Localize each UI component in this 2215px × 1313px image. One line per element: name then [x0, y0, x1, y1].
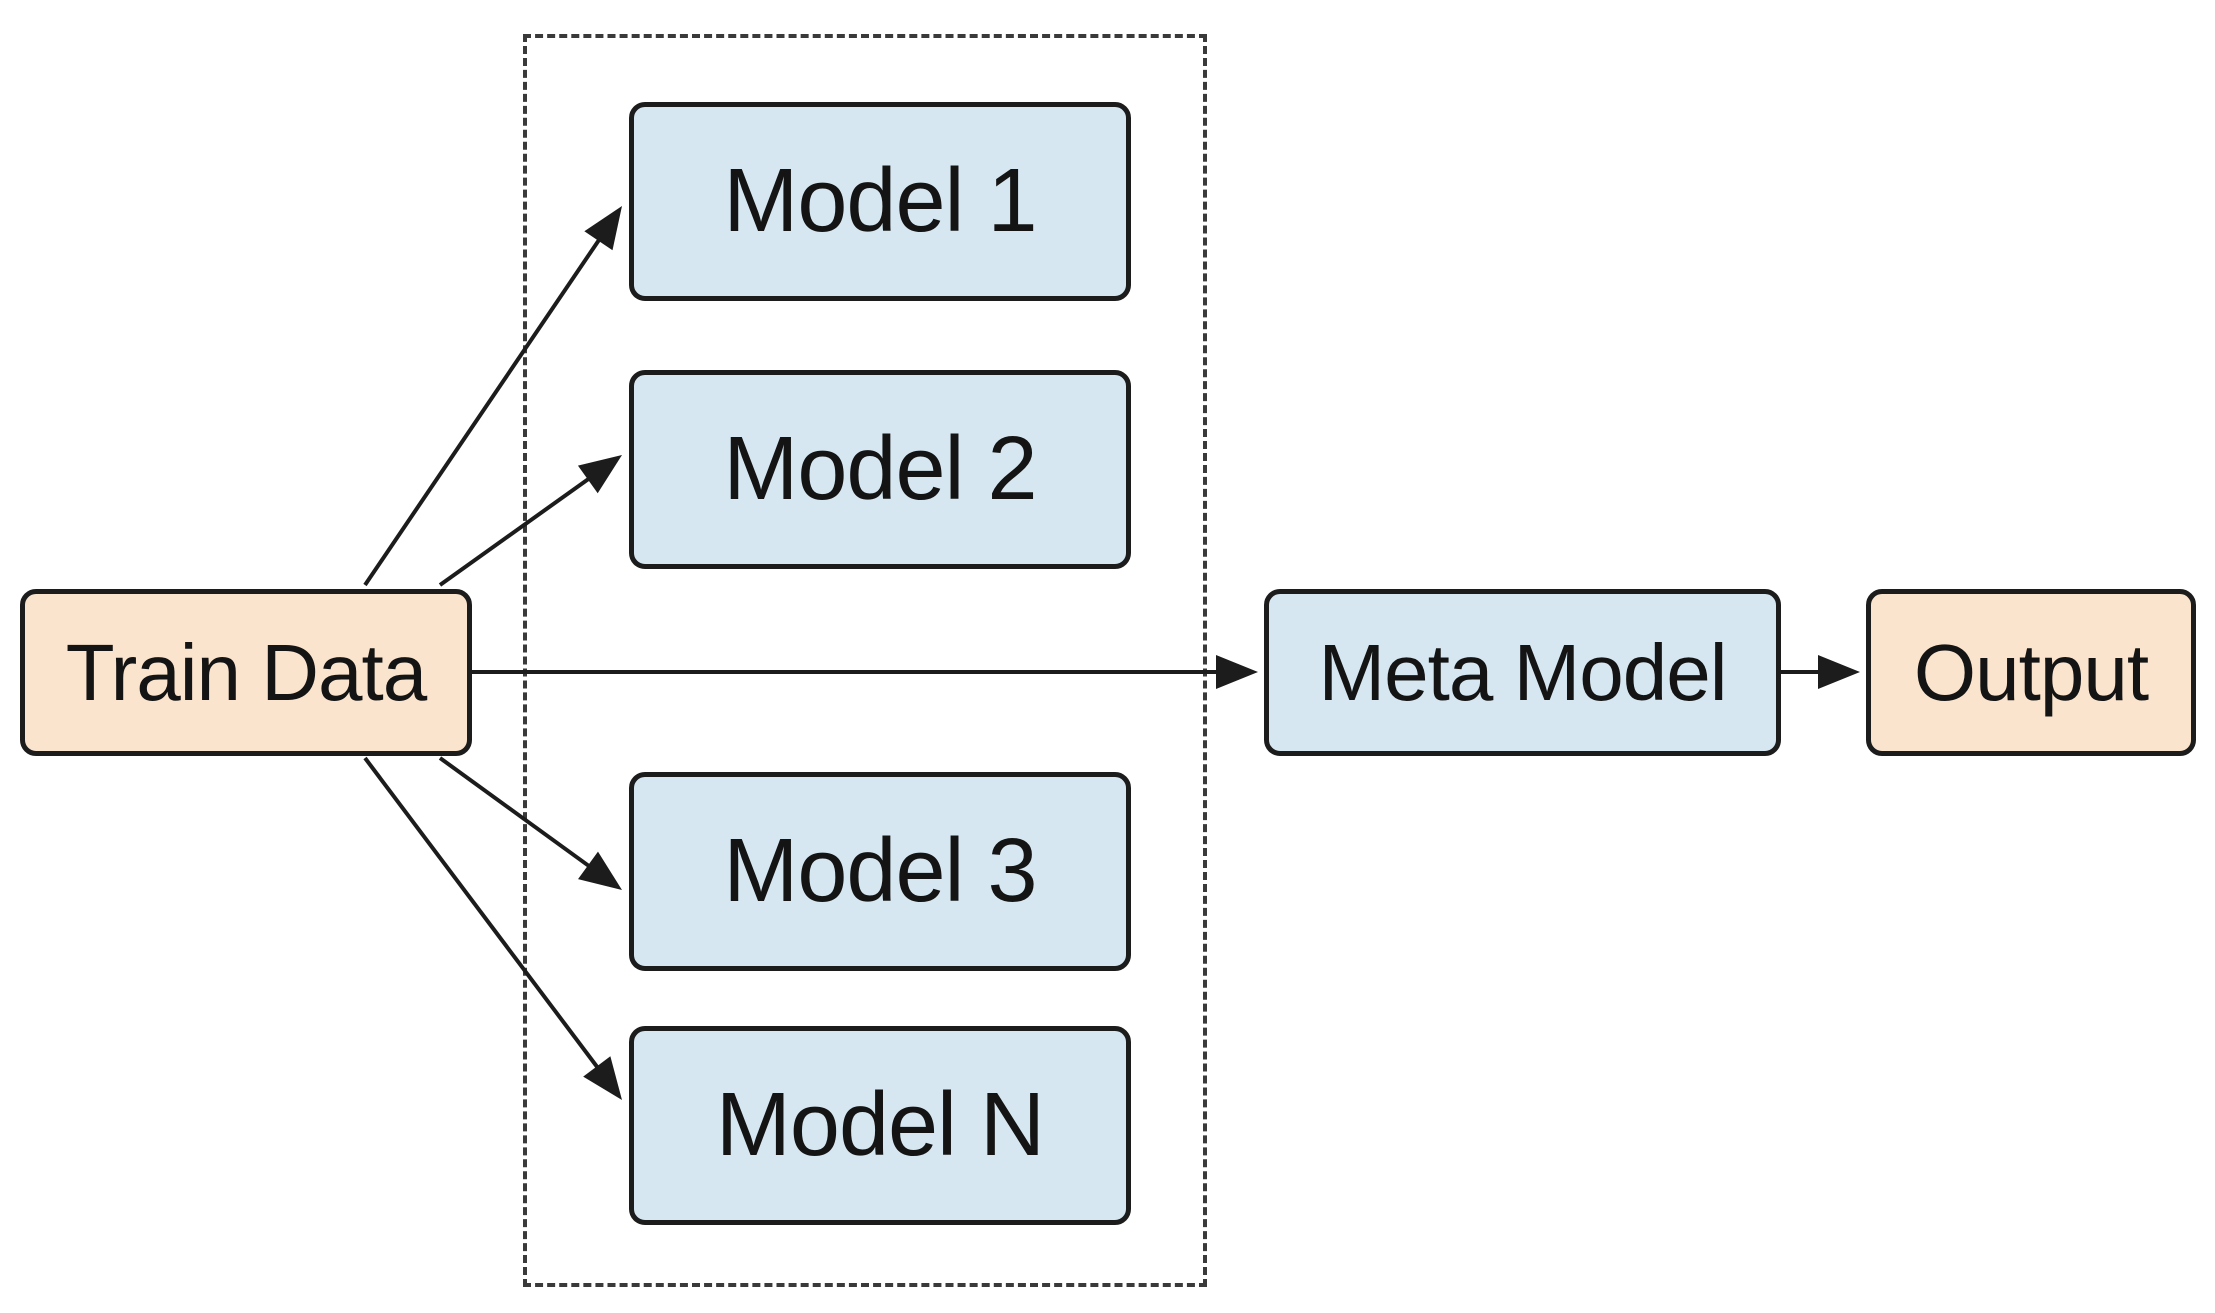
- model-3-node: Model 3: [629, 772, 1131, 971]
- arrow-train-data-to-model-n: [363, 756, 622, 1100]
- model-2-node: Model 2: [629, 370, 1131, 569]
- output-node: Output: [1866, 589, 2196, 756]
- arrowhead: [578, 851, 622, 890]
- arrow-line: [438, 756, 593, 870]
- model-3-label: Model 3: [723, 821, 1037, 921]
- meta-model-label: Meta Model: [1318, 627, 1728, 717]
- meta-model-node: Meta Model: [1264, 589, 1781, 756]
- model-2-label: Model 2: [723, 419, 1037, 519]
- arrow-train-data-to-meta-model: [472, 655, 1258, 689]
- arrow-train-data-to-model-2: [438, 455, 622, 587]
- arrow-line: [363, 756, 601, 1071]
- arrowhead: [584, 206, 622, 251]
- model-n-node: Model N: [629, 1026, 1131, 1225]
- model-1-node: Model 1: [629, 102, 1131, 301]
- arrowhead: [1216, 655, 1258, 689]
- arrowhead: [1818, 655, 1860, 689]
- arrow-line: [363, 236, 603, 587]
- arrowhead: [583, 1056, 622, 1100]
- base-models-group-frame: [523, 34, 1207, 1287]
- arrow-line: [438, 475, 593, 587]
- arrowhead: [577, 455, 622, 494]
- arrow-meta-model-to-output: [1781, 655, 1860, 689]
- arrow-train-data-to-model-1: [363, 206, 622, 587]
- train-data-node: Train Data: [20, 589, 472, 756]
- model-1-label: Model 1: [723, 151, 1037, 251]
- arrow-train-data-to-model-3: [438, 756, 622, 890]
- model-n-label: Model N: [715, 1075, 1045, 1175]
- train-data-label: Train Data: [65, 627, 428, 717]
- output-label: Output: [1913, 627, 2149, 717]
